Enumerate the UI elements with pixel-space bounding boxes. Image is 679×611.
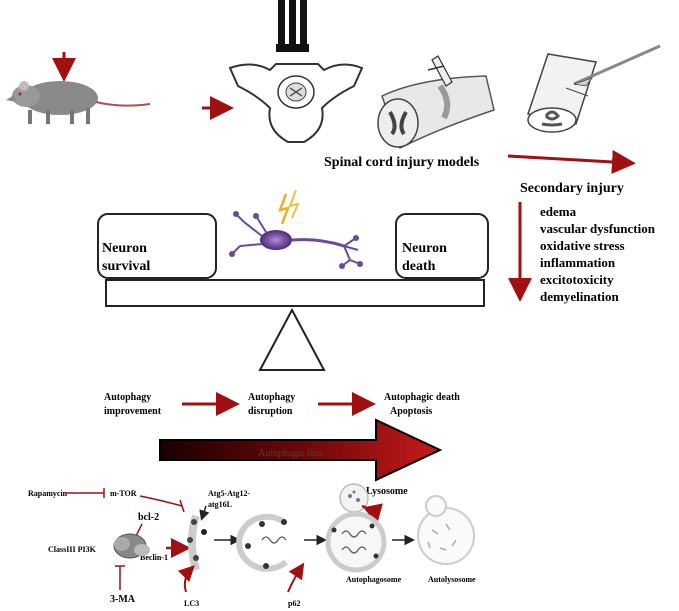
atg-complex-line2: atg16L [208, 500, 232, 509]
autophagic-flux-arrow [159, 418, 443, 482]
autophagic-death-line2: Apoptosis [390, 406, 432, 417]
neuron-icon [229, 189, 363, 269]
balance-fulcrum [258, 307, 326, 371]
secondary-injury-list: edema vascular dysfunction oxidative str… [540, 204, 656, 304]
beclin1-label: Beclin-1 [140, 553, 168, 562]
spinal-cord-transection-model [527, 44, 661, 133]
autophagic-flux-label: Autophagic flux [258, 448, 323, 459]
inhibition-mtor-atg [139, 495, 185, 513]
secondary-item: edema [540, 204, 577, 219]
secondary-item: inflammation [540, 255, 616, 270]
secondary-item: oxidative stress [540, 238, 625, 253]
neuron-death-line2: death [402, 259, 436, 274]
phagophore-icon [187, 514, 207, 572]
rat-illustration [6, 81, 151, 124]
autolysosome-label: Autolysosome [428, 575, 476, 584]
autophagosome-label: Autophagosome [346, 575, 402, 584]
secondary-item: demyelination [540, 289, 619, 304]
3ma-label: 3-MA [110, 594, 136, 605]
vertebra-cross-section [228, 63, 364, 143]
lc3-arrow [177, 565, 195, 593]
atg-down-arrow [199, 505, 210, 521]
autophagy-improvement-line2: improvement [104, 406, 162, 417]
neuron-death-line1: Neuron [402, 241, 447, 256]
autolysosome-icon [417, 495, 475, 565]
inhibition-3ma [115, 565, 125, 590]
elongating-phagophore-icon [236, 513, 288, 572]
p62-label: p62 [288, 599, 300, 608]
atg-complex-line1: Atg5-Atg12- [208, 489, 251, 498]
neuron-survival-line2: survival [102, 259, 150, 274]
secondary-item: excitotoxicity [540, 272, 614, 287]
autophagic-death-line1: Autophagic death [384, 392, 460, 403]
lysosome-fusion-arrow [361, 503, 383, 525]
secondary-injury-title: Secondary injury [520, 181, 624, 196]
mtor-label: m-TOR [110, 489, 137, 498]
p62-arrow [287, 562, 305, 593]
neuron-survival-box [97, 213, 217, 279]
lc3-label: LC3 [184, 599, 199, 608]
models-to-secondary-arrow [507, 149, 636, 174]
neuron-survival-line1: Neuron [102, 241, 147, 256]
neuron-death-box [395, 213, 489, 279]
pi3k-complex-icon [113, 533, 150, 559]
inhibition-rapamycin-mtor [66, 488, 105, 498]
autophagy-disruption-line1: Autophagy [248, 392, 295, 403]
spinal-cord-lesion-model [377, 55, 495, 150]
impactor-device [276, 0, 309, 52]
autophagy-disruption-line2: disruption [248, 406, 293, 417]
autophagosome-icon [325, 511, 387, 573]
rapamycin-label: Rapamycin [28, 489, 68, 498]
bcl2-label: bcl-2 [138, 512, 159, 523]
autophagy-improvement-line1: Autophagy [104, 392, 151, 403]
balance-beam [105, 279, 485, 307]
lysosome-label: Lysosome [366, 486, 408, 497]
classiii-pi3k-label: ClassIII PI3K [48, 545, 97, 554]
injury-models-label: Spinal cord injury models [324, 155, 480, 170]
secondary-item: vascular dysfunction [540, 221, 656, 236]
lysosome-icon [339, 483, 369, 513]
